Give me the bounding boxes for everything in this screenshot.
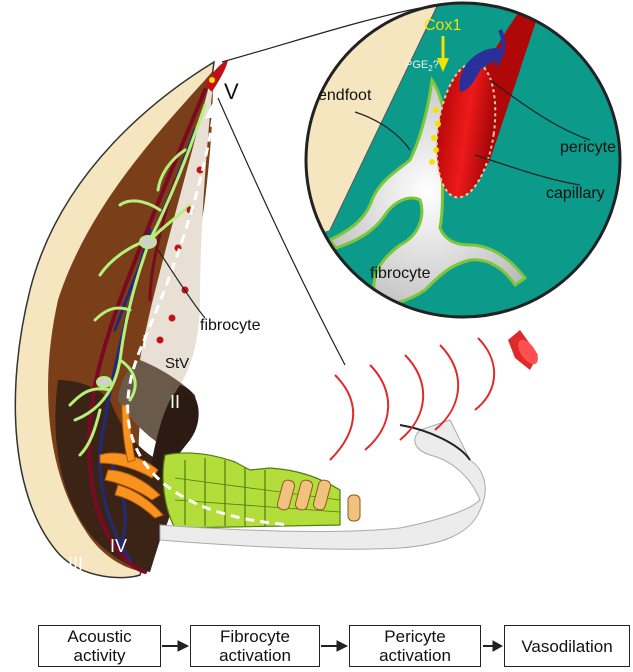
speaker-icon — [508, 330, 542, 370]
label-region-V: V — [224, 79, 239, 104]
apex-marker — [209, 77, 215, 83]
flow-step-line2: activation — [379, 646, 451, 665]
zoom-inset — [300, 0, 630, 330]
label-cox1: Cox1 — [424, 17, 461, 34]
label-endfoot: endfoot — [318, 87, 372, 104]
label-region-III: III — [68, 554, 83, 574]
sound-waves — [330, 338, 494, 460]
label-pge2: PGE2? — [405, 59, 439, 73]
label-region-IV: IV — [110, 536, 127, 556]
label-stv: StV — [165, 355, 189, 372]
label-fibrocyte-zoom: fibrocyte — [370, 265, 431, 282]
flow-step-vasodilation: Vasodilation — [504, 625, 630, 667]
label-capillary: capillary — [546, 185, 605, 202]
label-pericyte: pericyte — [560, 139, 616, 156]
flow-step-line1: Acoustic — [67, 627, 131, 646]
label-region-II: II — [170, 392, 180, 412]
fibrocyte-cell-body — [140, 236, 156, 248]
label-pge2-suffix: ? — [433, 59, 439, 71]
flow-step-line2: activation — [219, 646, 291, 665]
label-region-I: I — [142, 332, 147, 352]
flow-step-line2: activity — [67, 646, 131, 665]
flow-step-line1: Pericyte — [379, 627, 451, 646]
flow-step-line1: Fibrocyte — [219, 627, 291, 646]
label-pge2-base: PGE — [405, 59, 428, 71]
supporting-cells — [163, 453, 340, 528]
flow-step-line1: Vasodilation — [521, 637, 612, 656]
label-fibrocyte-main: fibrocyte — [200, 317, 261, 334]
fibrocyte-cell-body — [97, 377, 111, 387]
